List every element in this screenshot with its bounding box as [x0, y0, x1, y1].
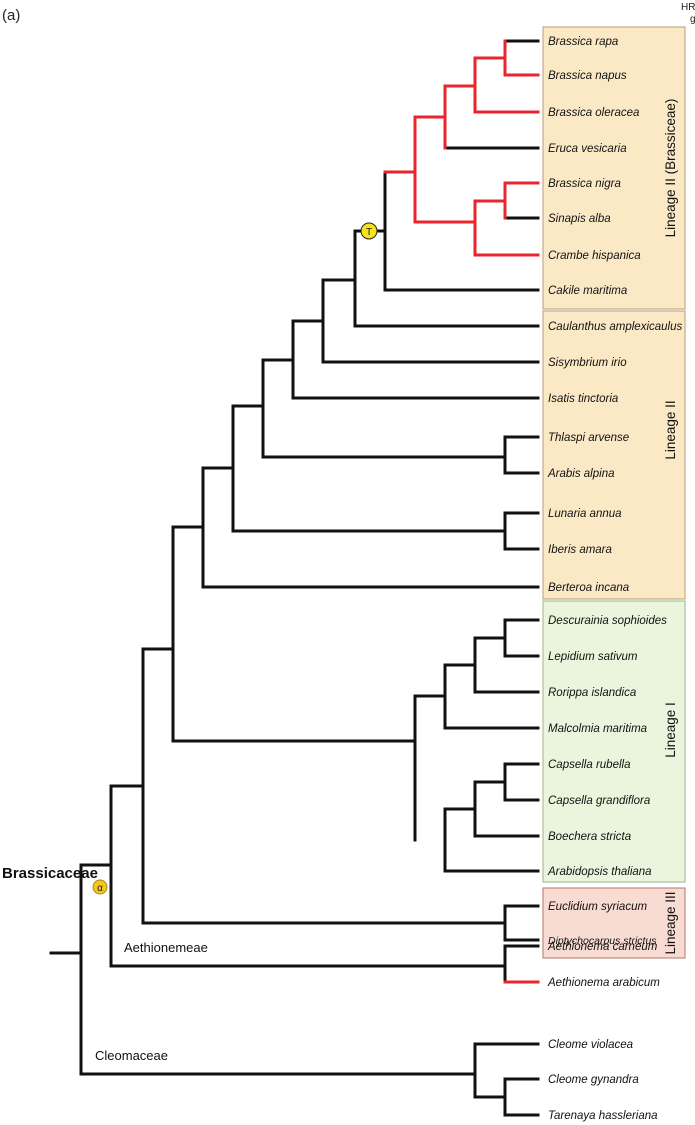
lineage-ii-label: Lineage II [663, 400, 678, 459]
taxon-label: Brassica napus [548, 70, 627, 82]
taxon-label: Capsella grandiflora [548, 795, 650, 807]
taxon-label: Cakile maritima [548, 285, 627, 297]
taxon-label: Berteroa incana [548, 582, 629, 594]
whole-genome-triplication-marker: T [360, 222, 378, 240]
lineage-i-box [542, 600, 686, 883]
taxon-label: Brassica nigra [548, 178, 621, 190]
clade-label-aethionemeae: Aethionemeae [124, 940, 208, 955]
lineage-ii-brassiceae-box [542, 26, 686, 310]
panel-label: (a) [2, 7, 20, 24]
taxon-label: Malcolmia maritima [548, 723, 647, 735]
svg-text:α: α [97, 883, 103, 894]
taxon-label: Iberis amara [548, 544, 612, 556]
highlighted-branches [383, 39, 540, 984]
svg-text:T: T [366, 227, 372, 238]
taxon-label: Brassica oleracea [548, 107, 639, 119]
taxon-label: Tarenaya hassleriana [548, 1110, 658, 1122]
taxon-label: Euclidium syriacum [548, 901, 647, 913]
taxon-label: Descurainia sophioides [548, 615, 667, 627]
taxon-label: Diptychocarpus strictus [548, 935, 657, 947]
family-label: Brassicaceae [2, 865, 98, 882]
taxon-label: Crambe hispanica [548, 250, 641, 262]
taxon-label: Caulanthus amplexicaulus [548, 321, 682, 333]
taxon-label: Sisymbrium irio [548, 357, 627, 369]
taxon-label: Cleome gynandra [548, 1074, 639, 1086]
corner-text-1: HR [681, 2, 695, 13]
taxon-label: Cleome violacea [548, 1039, 633, 1051]
lineage-i-label: Lineage I [663, 702, 678, 758]
taxon-label: Lepidium sativum [548, 651, 638, 663]
taxon-label: Arabis alpina [547, 468, 614, 480]
taxon-label: Boechera stricta [548, 831, 631, 843]
taxon-label: Capsella rubella [548, 759, 630, 771]
lineage-iii-label: Lineage III [663, 891, 678, 954]
lineage-ii-box [542, 310, 686, 600]
taxon-label: Aethionema arabicum [547, 977, 660, 989]
taxon-label: Brassica rapa [548, 36, 618, 48]
taxon-label: Aethionema carneum [547, 941, 658, 953]
taxon-label: Isatis tinctoria [548, 393, 618, 405]
corner-text-2: g [690, 14, 695, 25]
taxon-label: Lunaria annua [548, 508, 622, 520]
taxon-labels: Brassica rapa Brassica napus Brassica ol… [547, 36, 682, 1122]
lineage-iii-box [542, 887, 686, 959]
taxon-label: Thlaspi arvense [548, 432, 629, 444]
clade-label-cleomaceae: Cleomaceae [95, 1048, 168, 1063]
taxon-label: Rorippa islandica [548, 687, 636, 699]
taxon-label: Sinapis alba [548, 213, 611, 225]
taxon-label: Arabidopsis thaliana [547, 866, 652, 878]
lineage-ii-brassiceae-label: Lineage II (Brassiceae) [663, 99, 678, 238]
alpha-duplication-marker: α [92, 879, 108, 895]
taxon-label: Eruca vesicaria [548, 143, 627, 155]
